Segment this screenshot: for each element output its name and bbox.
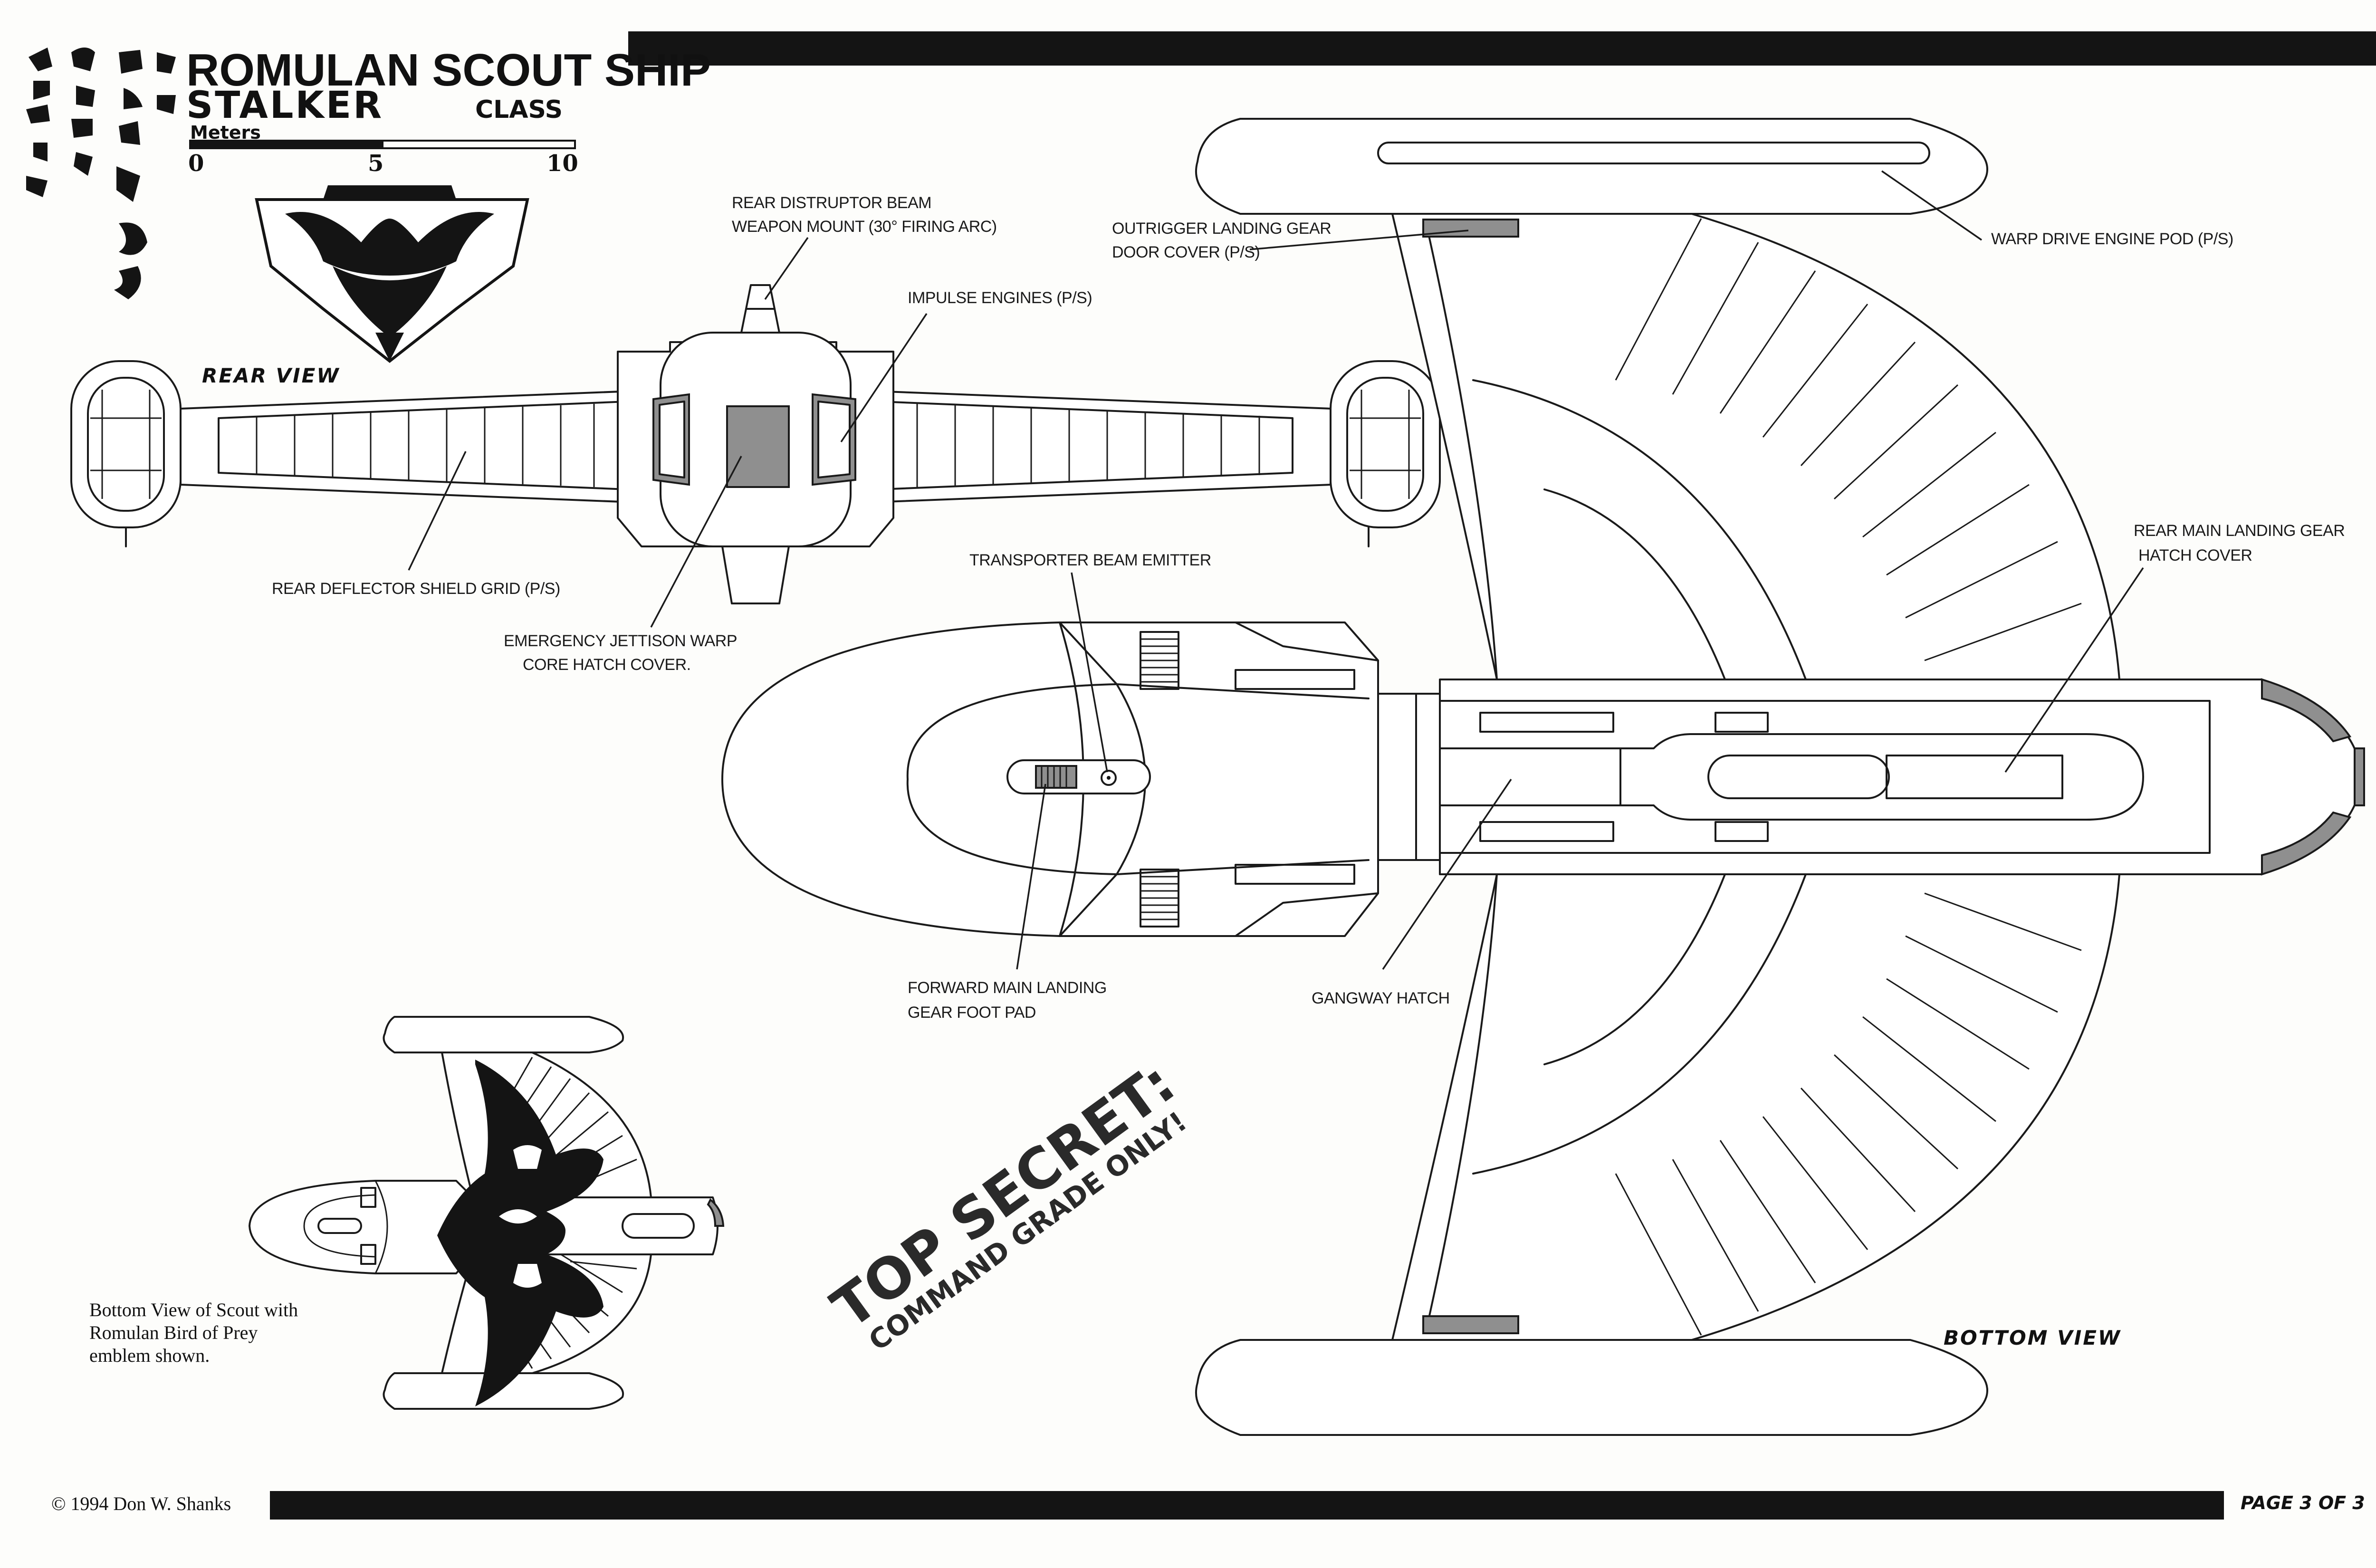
rear-view-engine-pod-starboard <box>1330 360 1441 547</box>
rear-view-engine-pod-port <box>70 360 182 547</box>
caption-line1: Bottom View of Scout with <box>89 1299 298 1320</box>
romulan-script-glyphs <box>26 48 176 299</box>
top-secret-stamp: TOP SECRET: COMMAND GRADE ONLY! <box>820 1050 1192 1357</box>
title-line1: ROMULAN SCOUT SHIP <box>186 45 711 96</box>
leader-rear-disruptor <box>764 237 809 300</box>
footer-bar <box>270 1491 2224 1520</box>
forward-hull-keel <box>1059 621 1379 937</box>
callout-rear-disruptor-1: REAR DISTRUPTOR BEAM <box>732 194 931 212</box>
rear-view-wing-port <box>180 389 671 505</box>
callout-jettison-hatch-1: EMERGENCY JETTISON WARP <box>504 632 737 650</box>
leader-transporter <box>1071 572 1108 773</box>
forward-hull-inner-oval <box>906 683 1118 875</box>
scale-tick-5: 5 <box>368 150 383 177</box>
scale-bar <box>189 140 576 149</box>
bottom-view <box>721 118 2365 1436</box>
leader-impulse-engines <box>840 313 928 442</box>
page-number: PAGE 3 OF 3 <box>2241 1492 2365 1513</box>
callout-jettison-hatch-2: CORE HATCH COVER. <box>523 656 691 674</box>
stamp-line1: TOP SECRET: <box>820 1050 1186 1341</box>
jettison-hatch <box>726 405 790 488</box>
caption-line3: emblem shown. <box>89 1345 210 1366</box>
outrigger-gear-door-lower <box>1422 1315 1519 1334</box>
aft-cap-lower <box>2261 811 2352 876</box>
copyright: © 1994 Don W. Shanks <box>51 1493 231 1514</box>
rear-view-label: REAR VIEW <box>202 364 340 387</box>
bottom-view-label: BOTTOM VIEW <box>1944 1326 2121 1349</box>
leader-outrigger-gear <box>1249 229 1469 250</box>
warp-pod-lower <box>1195 1339 1988 1436</box>
rear-main-gear-hatch <box>1707 755 1890 799</box>
leader-jettison-hatch <box>650 456 742 628</box>
callout-forward-gear-2: GEAR FOOT PAD <box>908 1004 1036 1022</box>
callout-transporter: TRANSPORTER BEAM EMITTER <box>969 551 1211 569</box>
rear-view <box>70 284 1441 604</box>
leader-rear-main-gear <box>2004 567 2144 773</box>
romulan-bird-emblem <box>255 185 529 363</box>
forward-gear-foot-pad <box>1006 759 1151 794</box>
caption-line2: Romulan Bird of Prey <box>89 1322 258 1343</box>
callout-gangway: GANGWAY HATCH <box>1312 989 1450 1007</box>
aft-cap-upper <box>2261 678 2352 743</box>
scale-tick-10: 10 <box>546 150 578 177</box>
scale-unit-label: Meters <box>190 122 261 143</box>
small-view-bird-emblem <box>437 1060 604 1406</box>
scale-tick-0: 0 <box>188 150 204 177</box>
callout-outrigger-gear-2: DOOR COVER (P/S) <box>1112 243 1260 261</box>
warp-pod-upper <box>1195 118 1988 215</box>
neck-connector <box>1377 693 1441 861</box>
callout-impulse-engines: IMPULSE ENGINES (P/S) <box>908 289 1092 307</box>
title-line2: STALKER <box>186 84 383 127</box>
central-spine <box>1439 679 2363 875</box>
small-bottom-view <box>249 1016 725 1410</box>
outrigger-gear-door-upper <box>1422 219 1519 238</box>
leader-rear-deflector <box>408 451 467 571</box>
wing-lower <box>1391 873 2120 1341</box>
callout-outrigger-gear-1: OUTRIGGER LANDING GEAR <box>1112 220 1331 238</box>
callout-rear-disruptor-2: WEAPON MOUNT (30° FIRING ARC) <box>732 218 997 236</box>
title-class: CLASS <box>475 96 563 124</box>
callout-rear-main-gear-1: REAR MAIN LANDING GEAR <box>2134 522 2345 540</box>
leader-warp-pod <box>1881 170 1982 241</box>
callout-warp-pod: WARP DRIVE ENGINE POD (P/S) <box>1991 230 2233 248</box>
leader-gangway <box>1382 779 1512 970</box>
rear-view-wing-starboard <box>835 389 1332 505</box>
callout-rear-deflector: REAR DEFLECTOR SHIELD GRID (P/S) <box>272 580 560 598</box>
header-bar <box>628 31 2376 66</box>
wing-upper <box>1391 213 2120 680</box>
leader-lines <box>408 170 2144 970</box>
vent-panels <box>1140 631 1179 927</box>
warp-pod-upper-inner <box>1377 142 1930 164</box>
rear-view-lower-fin <box>721 545 790 604</box>
callout-rear-main-gear-2: HATCH COVER <box>2138 546 2252 564</box>
callout-forward-gear-1: FORWARD MAIN LANDING <box>908 979 1107 997</box>
leader-forward-gear <box>1016 784 1046 970</box>
